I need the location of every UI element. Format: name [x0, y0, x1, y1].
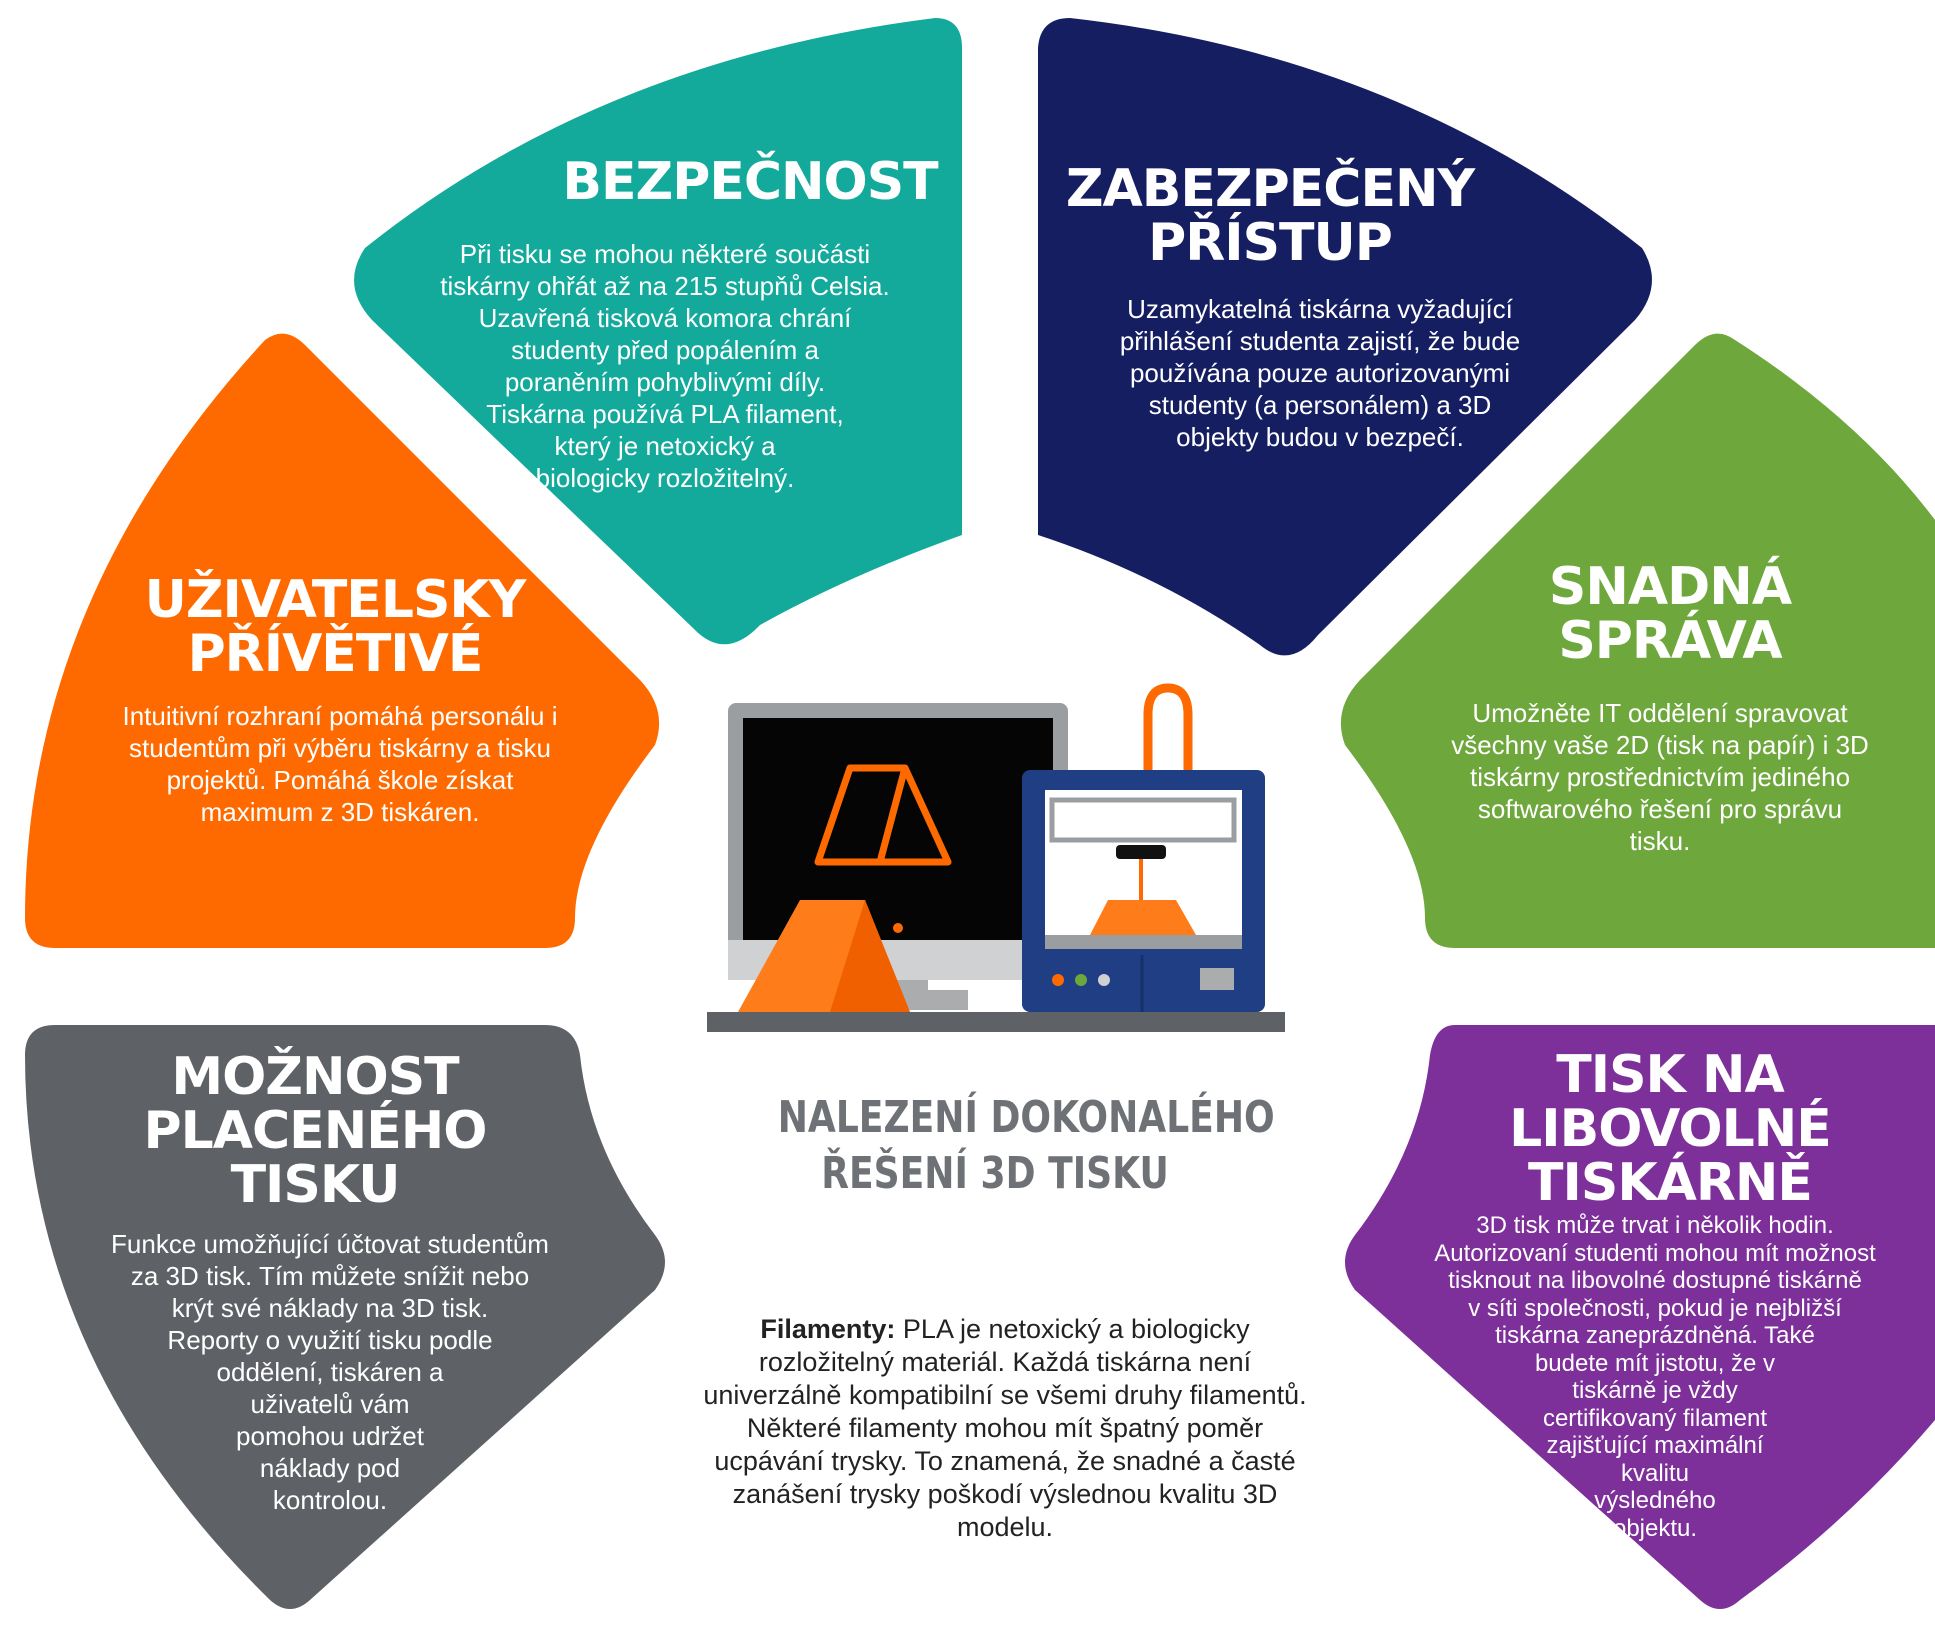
text-line: kontrolou. — [272, 1485, 388, 1515]
text-line: maximum z 3D tiskáren. — [200, 797, 480, 827]
text-line: studenty (a personálem) a 3D — [1148, 390, 1492, 420]
text-line: PŘÍVĚTIVÉ — [187, 624, 484, 684]
text-line: všechny vaše 2D (tisk na papír) i 3D — [1451, 730, 1869, 760]
segment-bezpecnost — [354, 18, 962, 645]
filaments-text: PLA je netoxický a biologicky rozložitel… — [703, 1314, 1307, 1542]
monitor-led — [893, 923, 903, 933]
segment-pristup — [1038, 18, 1652, 656]
text-line: projektů. Pomáhá škole získat — [166, 765, 514, 795]
text-line: objekty budou v bezpečí. — [1176, 422, 1464, 452]
text-line: TISKÁRNĚ — [1528, 1153, 1813, 1213]
text-line: studenty před popálením a — [511, 335, 819, 365]
text-line: Uzavřená tisková komora chrání — [478, 303, 852, 333]
text-line: kvalitu — [1620, 1459, 1690, 1487]
text-line: UŽIVATELSKY — [144, 570, 527, 630]
monitor-screen — [743, 718, 1053, 950]
text-line: Funkce umožňující účtovat studentům — [111, 1229, 549, 1259]
text-line: SPRÁVA — [1558, 611, 1782, 671]
text-line: Reporty o využití tisku podle — [167, 1325, 493, 1355]
text-line: MOŽNOST — [171, 1047, 459, 1107]
text-line: biologicky rozložitelný. — [535, 463, 795, 493]
text-line: tiskárně je vždy — [1572, 1377, 1738, 1404]
text-line: krýt své náklady na 3D tisk. — [171, 1293, 489, 1323]
text-line: uživatelů vám — [250, 1389, 410, 1419]
text-line: LIBOVOLNÉ — [1509, 1099, 1832, 1159]
segment-sprava — [1340, 333, 1935, 949]
segment-uzivatelsky — [25, 333, 660, 949]
text-line: TISK NA — [1556, 1045, 1784, 1105]
text-libovolne: 3D tisk může trvat i několik hodin.Autor… — [1380, 1212, 1930, 1542]
text-line: Intuitivní rozhraní pomáhá personálu i — [122, 701, 558, 731]
text-line: PLACENÉHO — [143, 1101, 488, 1161]
text-line: poraněním pohyblivými díly. — [504, 367, 826, 397]
text-line: tisknout na libovolné dostupné tiskárně — [1448, 1267, 1862, 1294]
text-line: tiskárna zaneprázdněná. Také — [1495, 1322, 1815, 1349]
text-line: 3D tisk může trvat i několik hodin. — [1476, 1212, 1834, 1239]
text-line: oddělení, tiskáren a — [216, 1357, 444, 1387]
segment-libovolne — [1345, 1025, 1935, 1609]
text-line: PŘÍSTUP — [1148, 213, 1393, 273]
text-line: Umožněte IT oddělení spravovat — [1472, 698, 1848, 728]
text-line: objektu. — [1612, 1514, 1698, 1542]
text-line: v síti společnosti, pokud je nejbližší — [1468, 1294, 1842, 1322]
text-line: používána pouze autorizovanými — [1129, 358, 1511, 388]
text-line: výsledného — [1594, 1487, 1716, 1514]
text-line: Autorizovaní studenti mohou mít možnost — [1434, 1239, 1876, 1267]
text-line: tiskárny prostřednictvím jediného — [1469, 762, 1851, 792]
text-line: ŘEŠENÍ 3D TISKU — [821, 1148, 1169, 1199]
text-line: který je netoxický a — [554, 431, 776, 461]
text-line: Uzamykatelná tiskárna vyžadující — [1127, 294, 1513, 324]
desk — [707, 1012, 1285, 1032]
text-line: náklady pod — [259, 1453, 401, 1483]
printed-object-small — [1090, 900, 1196, 935]
text-line: ZABEZPEČENÝ — [1065, 159, 1475, 219]
text-line: pomohou udržet — [236, 1421, 424, 1451]
text-line: budete mít jistotu, že v — [1534, 1349, 1776, 1377]
text-line: NALEZENÍ DOKONALÉHO — [777, 1092, 1275, 1143]
text-line: softwarového řešení pro správu — [1477, 794, 1843, 824]
text-line: TISKU — [230, 1155, 401, 1215]
text-line: certifikovaný filament — [1542, 1404, 1768, 1432]
text-line: Tiskárna používá PLA filament, — [486, 399, 844, 429]
printer-illustration — [707, 683, 1285, 1032]
segment-placeny — [25, 1025, 665, 1609]
text-line: zajišťující maximální — [1546, 1432, 1764, 1459]
filaments-note: Filamenty: PLA je netoxický a biologicky… — [690, 1313, 1320, 1544]
printer-button-orange — [1052, 974, 1064, 986]
printer-bed — [1045, 935, 1242, 949]
printer-button-green — [1075, 974, 1087, 986]
printer-head — [1116, 845, 1166, 859]
text-line: za 3D tisk. Tím můžete snížit nebo — [130, 1261, 530, 1291]
title-bezpecnost: BEZPEČNOST — [562, 152, 938, 212]
printed-object-large-shade — [830, 900, 910, 1012]
printer-button-gray — [1098, 974, 1110, 986]
text-line: tisku. — [1629, 826, 1691, 856]
printer-display — [1200, 968, 1234, 990]
printer-gantry — [1049, 797, 1237, 843]
filaments-label: Filamenty: — [760, 1314, 896, 1344]
monitor-logo — [814, 764, 952, 866]
text-line: SNADNÁ — [1548, 557, 1792, 617]
text-line: tiskárny ohřát až na 215 stupňů Celsia. — [440, 271, 890, 301]
text-line: Při tisku se mohou některé součásti — [459, 239, 871, 269]
text-line: studentům při výběru tiskárny a tisku — [129, 733, 551, 763]
text-line: přihlášení studenta zajistí, že bude — [1119, 326, 1521, 356]
filament-tube — [1143, 683, 1193, 790]
